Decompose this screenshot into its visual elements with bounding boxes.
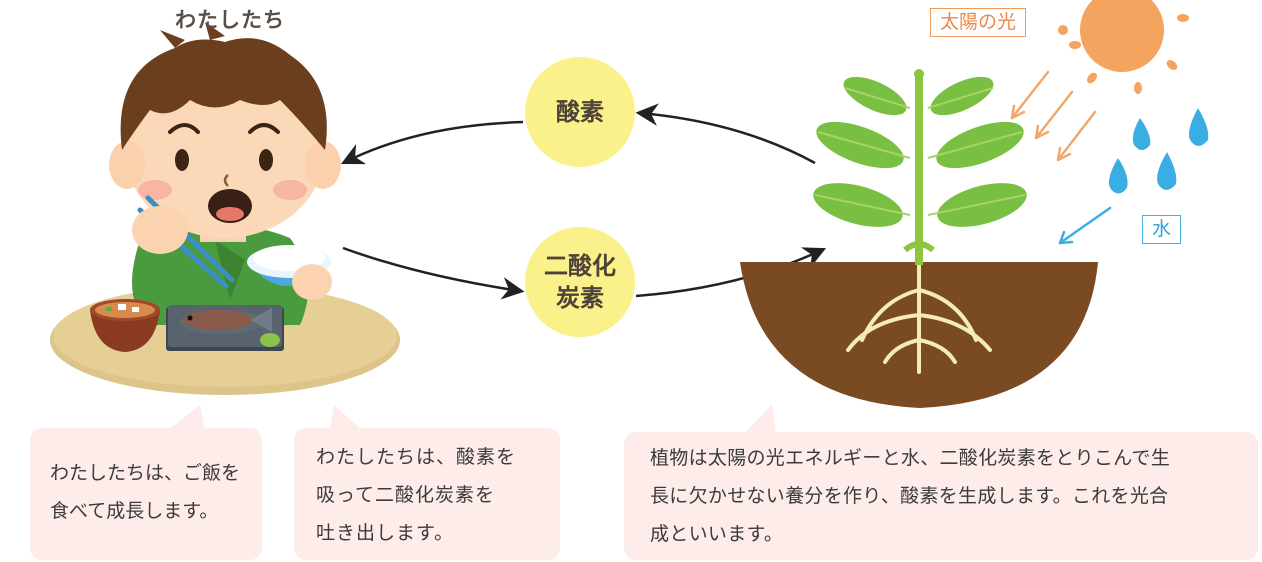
water-label: 水 — [1142, 215, 1182, 244]
bubble-breathe-text: わたしたちは、酸素を 吸って二酸化炭素を 吐き出します。 — [316, 446, 517, 544]
bubble-tail-3 — [744, 404, 776, 434]
sunlight-label: 太陽の光 — [930, 8, 1027, 37]
oxygen-node: 酸素 — [525, 57, 635, 167]
soil-illustration — [740, 260, 1098, 408]
sun-illustration — [1058, 0, 1189, 94]
bubble-photosynthesis-text: 植物は太陽の光エネルギーと水、二酸化炭素をとりこんで生 長に欠かせない養分を作り… — [650, 447, 1171, 545]
bubble-tail-1 — [168, 405, 205, 430]
plant-illustration — [813, 69, 1027, 265]
miso-soup-illustration — [90, 299, 160, 352]
speech-bubble-photosynthesis: 植物は太陽の光エネルギーと水、二酸化炭素をとりこんで生 長に欠かせない養分を作り… — [624, 432, 1258, 560]
oxygen-label: 酸素 — [556, 98, 604, 126]
arrow-oxygen-to-people — [340, 120, 524, 165]
sunlight-arrows — [1010, 70, 1097, 162]
arrow-people-to-co2 — [342, 246, 525, 300]
boy-illustration — [109, 22, 341, 325]
bubble-eat-text: わたしたちは、ご飯を 食べて成長します。 — [50, 462, 241, 522]
co2-node: 二酸化 炭素 — [525, 227, 635, 337]
people-title: わたしたち — [175, 8, 285, 32]
water-drops-illustration — [1109, 108, 1209, 194]
arrow-co2-to-plant — [635, 247, 827, 298]
co2-label: 二酸化 炭素 — [544, 252, 616, 312]
fish-plate-illustration — [166, 305, 284, 351]
water-arrow — [1058, 206, 1112, 245]
speech-bubble-breathe: わたしたちは、酸素を 吸って二酸化炭素を 吐き出します。 — [294, 428, 560, 560]
bubble-tail-2 — [330, 405, 362, 430]
arrow-plant-to-oxygen — [635, 103, 816, 165]
speech-bubble-eat: わたしたちは、ご飯を 食べて成長します。 — [30, 428, 262, 560]
